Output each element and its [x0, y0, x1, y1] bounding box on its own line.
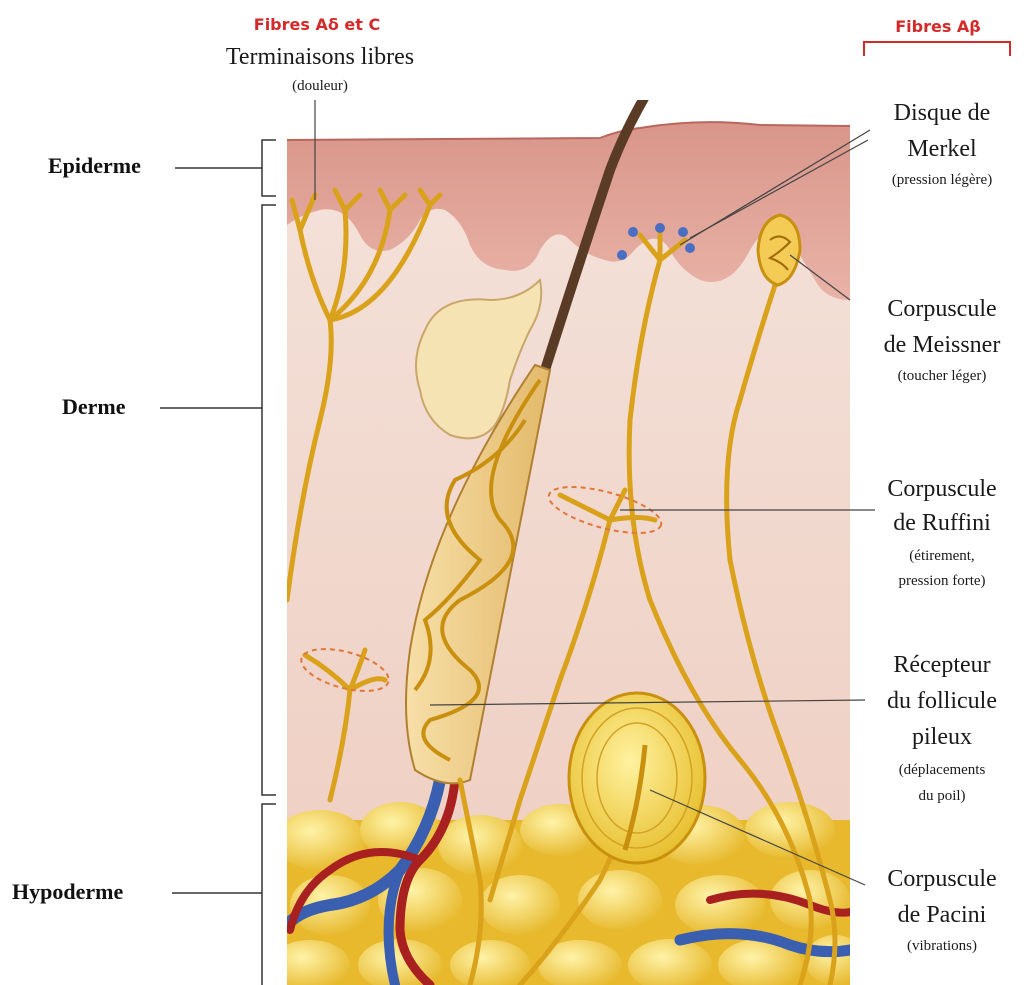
follicle-function-line2: du poil) [860, 788, 1024, 805]
right-fibers-header: Fibres Aβ [868, 18, 1008, 36]
follicle-label-line3: pileux [860, 724, 1024, 751]
follicle-label-line2: du follicule [860, 688, 1024, 715]
pacini-function: (vibrations) [860, 938, 1024, 955]
meissner-label-line2: de Meissner [860, 332, 1024, 359]
epidermis-label: Epiderme [48, 153, 141, 179]
follicle-function-line1: (déplacements [860, 762, 1024, 779]
merkel-label-line2: Merkel [860, 136, 1024, 163]
ruffini-label-line2: de Ruffini [860, 510, 1024, 537]
meissner-function: (toucher léger) [860, 368, 1024, 385]
ruffini-function-line2: pression forte) [860, 573, 1024, 590]
dermis-label: Derme [62, 394, 126, 420]
meissner-label-line1: Corpuscule [860, 296, 1024, 323]
ruffini-label-line1: Corpuscule [860, 476, 1024, 503]
pacinian-corpuscle [569, 693, 705, 863]
merkel-label-line1: Disque de [860, 100, 1024, 127]
follicle-label-line1: Récepteur [860, 652, 1024, 679]
free-endings-label: Terminaisons libres [195, 44, 445, 71]
pacini-label-line1: Corpuscule [860, 866, 1024, 893]
hypodermis-label: Hypoderme [12, 879, 123, 905]
free-endings-function: (douleur) [270, 78, 370, 95]
merkel-function: (pression légère) [860, 172, 1024, 189]
ruffini-function-line1: (étirement, [860, 548, 1024, 565]
left-fibers-header: Fibres Aδ et C [232, 16, 402, 34]
pacini-label-line2: de Pacini [860, 902, 1024, 929]
